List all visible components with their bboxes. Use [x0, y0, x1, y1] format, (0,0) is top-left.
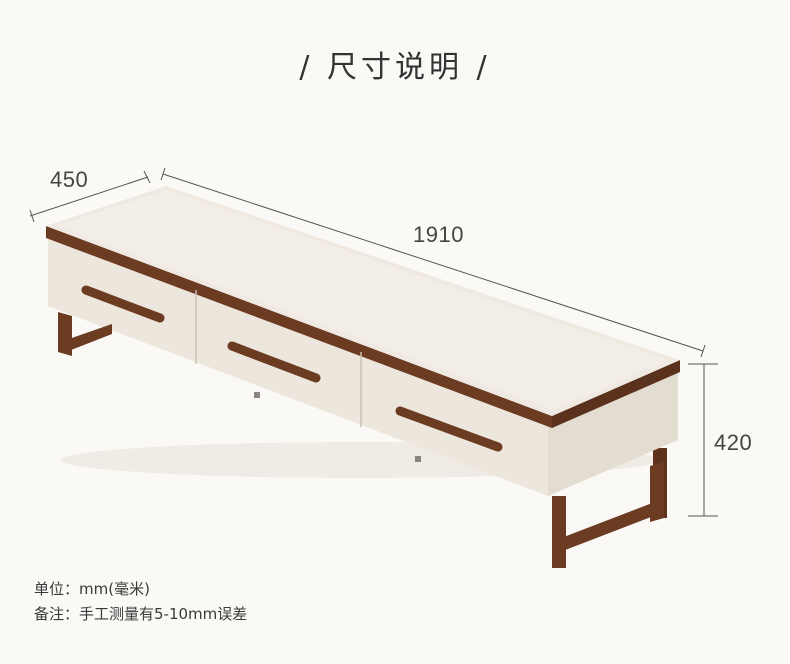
- unit-note: 单位：mm(毫米): [34, 580, 150, 598]
- handle-left: [81, 285, 165, 323]
- height-dimension-label: 420: [714, 430, 753, 455]
- leg-front-right: [552, 462, 664, 568]
- drawer-dividers: [195, 290, 362, 427]
- drawer-handles: [81, 285, 503, 452]
- cabinet-body: [46, 186, 680, 496]
- page-title: / 尺寸说明 /: [299, 50, 491, 85]
- drawer-feet: [254, 392, 421, 462]
- dimension-lines: [29, 167, 718, 517]
- leg-front-left: [58, 312, 112, 356]
- handle-right: [395, 406, 503, 452]
- depth-dimension-label: 450: [50, 167, 89, 192]
- handle-middle: [227, 341, 321, 383]
- width-dimension-label: 1910: [413, 222, 464, 247]
- remark-note: 备注：手工测量有5-10mm误差: [34, 605, 248, 623]
